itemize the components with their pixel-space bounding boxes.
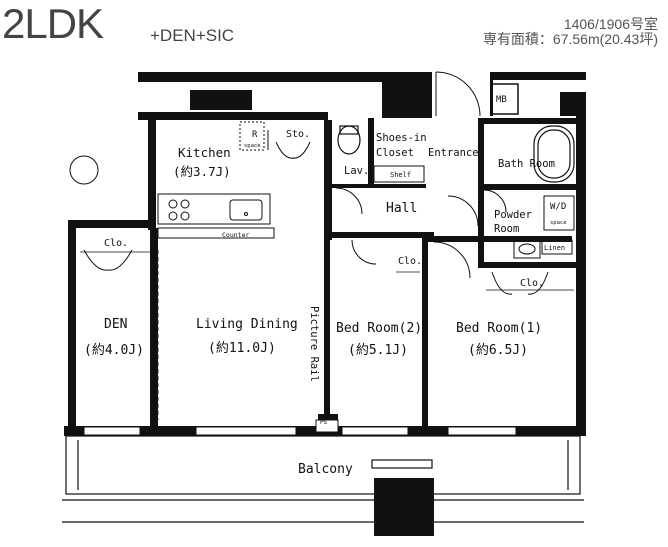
bathtub xyxy=(533,125,575,183)
wd-label: W/D xyxy=(550,202,566,212)
picture-rail-label: Picture Rail xyxy=(308,306,320,382)
shoes-label-2: Closet xyxy=(376,147,414,159)
layout-extra-title: +DEN+SIC xyxy=(150,26,235,45)
den-closet-label: Clo. xyxy=(104,238,128,249)
bed1-closet-label: Clo. xyxy=(520,278,544,289)
r-space-label-2: space xyxy=(244,143,261,149)
powder-label: Powder xyxy=(494,209,532,221)
linen-label: Linen xyxy=(544,244,565,252)
living-label: Living Dining xyxy=(196,317,298,332)
shoes-label: Shoes-in xyxy=(376,132,427,144)
kitchen-size: (約3.7J) xyxy=(173,164,231,179)
lav-label: Lav. xyxy=(344,165,369,177)
mb-label: MB xyxy=(496,95,507,105)
floor-area: 専有面積：67.56m(20.43坪) xyxy=(482,31,658,47)
toilet xyxy=(337,125,361,155)
walls xyxy=(64,72,586,436)
door-arcs xyxy=(83,71,549,295)
bed1-size: (約6.5J) xyxy=(468,343,528,358)
layout-type-title: 2LDK xyxy=(2,0,104,47)
mb-box xyxy=(491,83,519,115)
bed2-label: Bed Room(2) xyxy=(336,321,422,336)
kitchen-fixtures xyxy=(157,121,275,239)
entrance-label: Entrance xyxy=(428,147,479,159)
ps-box xyxy=(315,419,339,433)
windows xyxy=(83,426,517,436)
powder-label-2: Room xyxy=(494,223,519,235)
powder-fixtures xyxy=(513,195,575,259)
unit-number: 1406/1906号室 xyxy=(563,16,658,32)
balcony-label: Balcony xyxy=(298,462,353,477)
kitchen-label: Kitchen xyxy=(178,145,231,160)
den-label: DEN xyxy=(104,317,127,332)
living-size: (約11.0J) xyxy=(208,341,276,356)
r-space-label: R xyxy=(252,130,258,140)
counter-label: Counter xyxy=(222,231,249,239)
ps-label: PS xyxy=(320,419,328,426)
sto-label: Sto. xyxy=(286,129,310,140)
shoes-shelf xyxy=(373,165,425,183)
balcony-unit-block xyxy=(374,478,434,536)
bath-label: Bath Room xyxy=(498,158,555,170)
closet-lines xyxy=(80,250,574,420)
hall-label: Hall xyxy=(386,201,417,216)
den-size: (約4.0J) xyxy=(84,343,144,358)
bed2-size: (約5.1J) xyxy=(348,343,408,358)
wd-label-2: space xyxy=(550,220,567,226)
balcony-outline xyxy=(62,435,584,523)
shelf-label: Shelf xyxy=(390,171,411,179)
north-arrow-icon xyxy=(69,155,99,185)
bed2-closet-label: Clo. xyxy=(398,256,422,267)
bed1-label: Bed Room(1) xyxy=(456,321,542,336)
